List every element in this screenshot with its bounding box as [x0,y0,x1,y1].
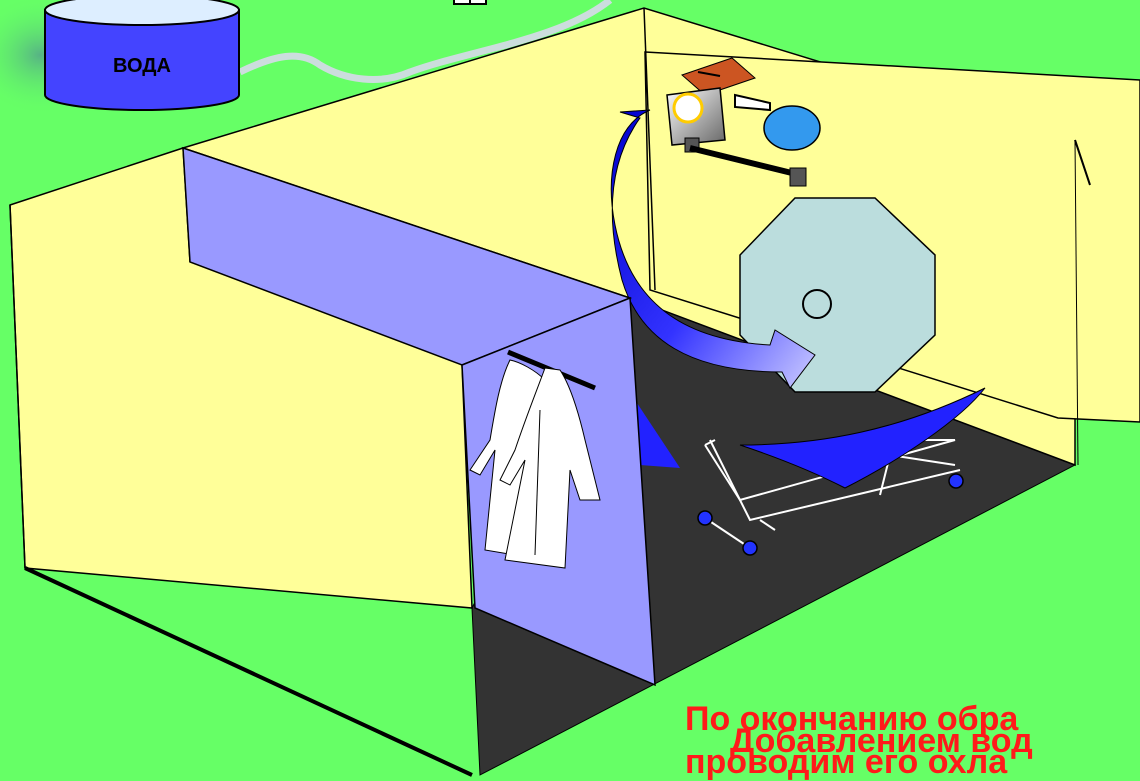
trolley-wheel [698,511,712,525]
trolley-wheel [743,541,757,555]
water-tank: ВОДА [45,0,239,110]
caption-line-2: Добавлением вод [730,724,1033,758]
trolley-wheel [949,474,963,488]
tank-label: ВОДА [113,55,171,77]
